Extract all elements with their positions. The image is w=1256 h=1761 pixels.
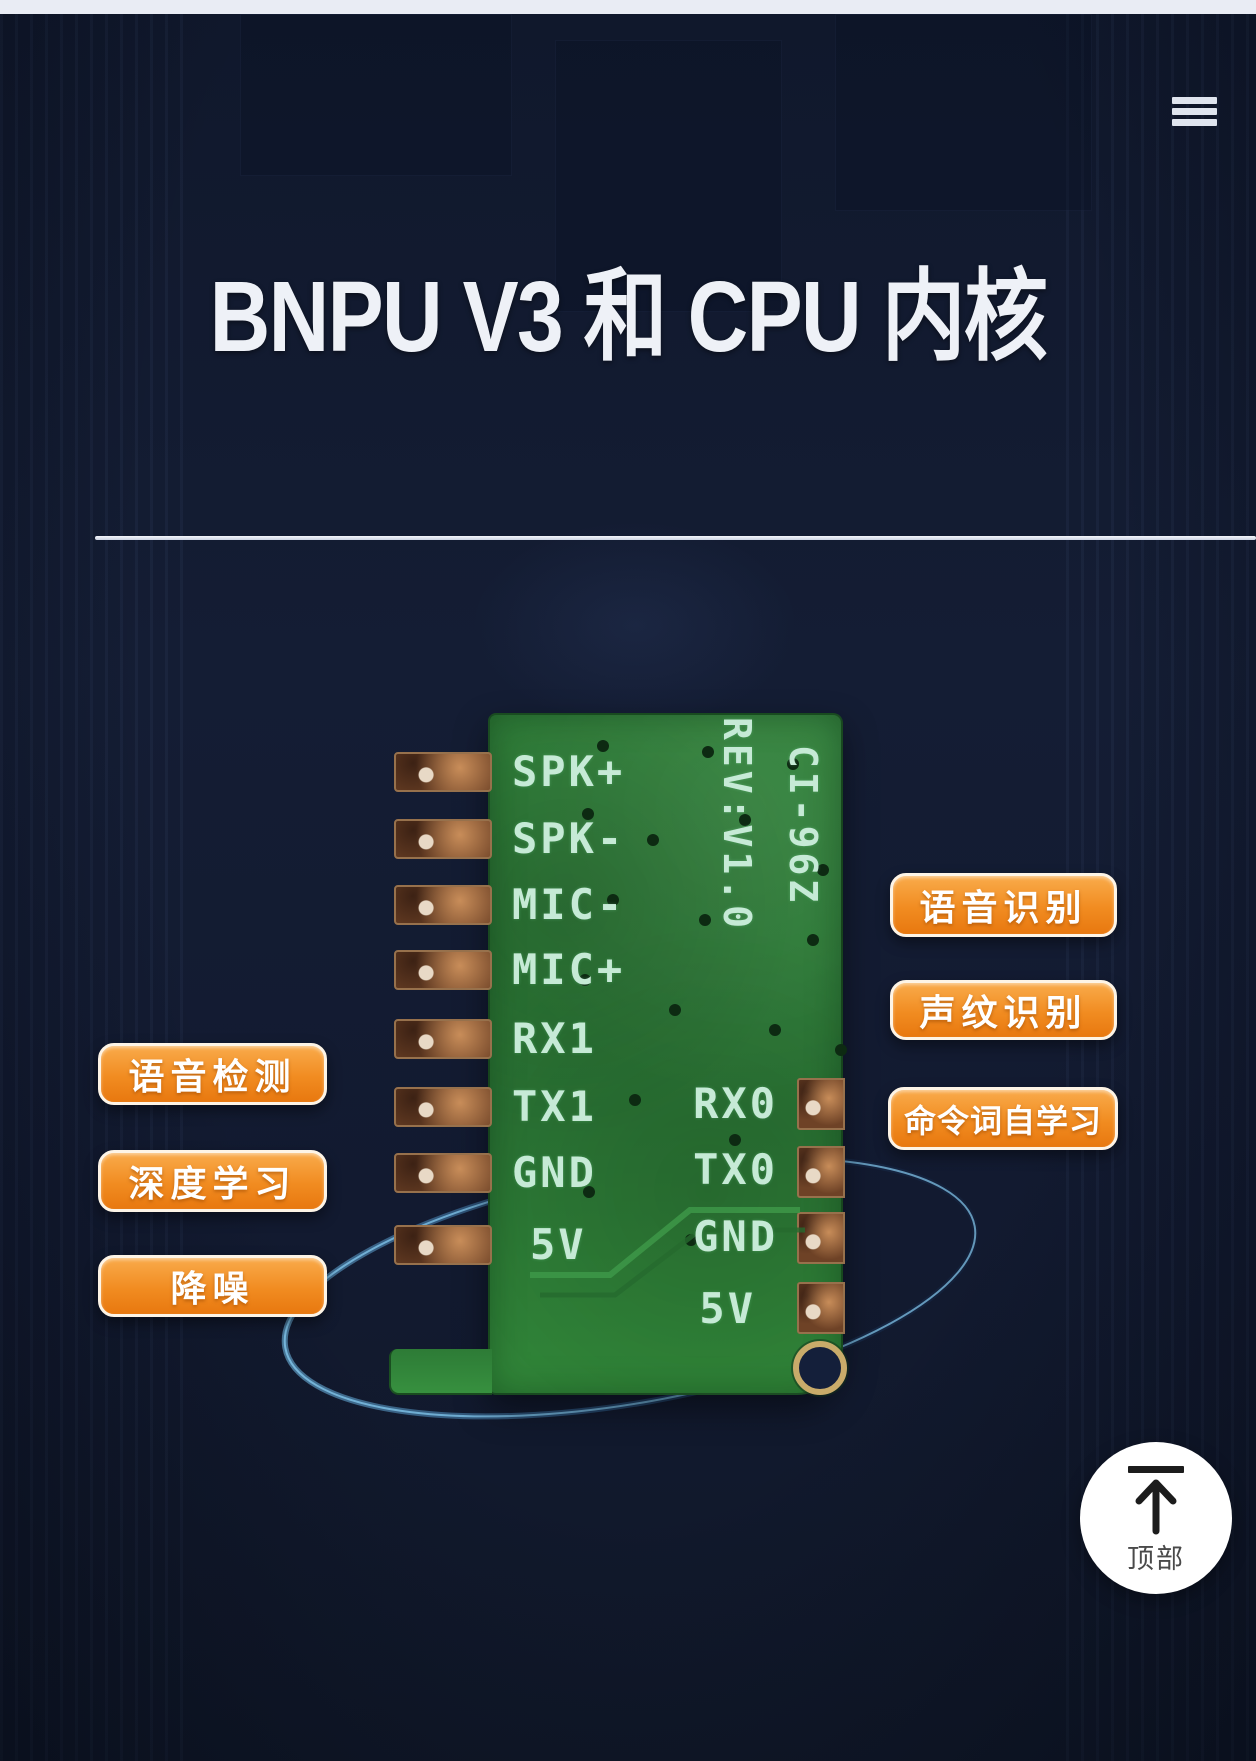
pin-label-gnd: GND (512, 1148, 597, 1197)
hamburger-bar (1172, 97, 1217, 104)
pcb-module-image: SPK+ SPK- MIC- MIC+ RX1 TX1 GND 5V RX0 T… (389, 713, 847, 1395)
badge-voice-detection[interactable]: 语音检测 (98, 1043, 327, 1105)
pcb-pad-tx1 (394, 1087, 492, 1127)
pin-label-rx1: RX1 (512, 1014, 597, 1063)
pcb-revision-label: REV:V1.0 (715, 717, 759, 933)
hamburger-bar (1172, 119, 1217, 126)
pin-label-gnd-right: GND (693, 1212, 778, 1261)
page-title: BNPU V3 和 CPU 内核 (0, 260, 1256, 375)
back-to-top-label: 顶部 (1127, 1544, 1185, 1574)
pin-label-mic-plus: MIC+ (512, 945, 626, 994)
pcb-pad-rx1 (394, 1019, 492, 1059)
pcb-pad-mic-minus (394, 885, 492, 925)
pcb-pad-rx0 (797, 1078, 845, 1130)
pcb-pad-spk-minus (394, 819, 492, 859)
pcb-pad-5v (394, 1225, 492, 1265)
arrow-up-icon (1135, 1479, 1177, 1535)
background-glow (470, 520, 800, 730)
pin-label-spk-plus: SPK+ (512, 747, 626, 796)
pcb-bottom-tab (389, 1349, 492, 1395)
arrow-to-top-icon (1128, 1466, 1184, 1473)
pcb-pad-spk-plus (394, 752, 492, 792)
back-to-top-button[interactable]: 顶部 (1080, 1442, 1232, 1594)
pin-label-tx1: TX1 (512, 1082, 597, 1131)
pcb-vias (490, 715, 496, 721)
pin-label-5v-right: 5V (699, 1284, 756, 1333)
pcb-pad-tx0 (797, 1146, 845, 1198)
badge-voiceprint-recognition[interactable]: 声纹识别 (890, 980, 1117, 1040)
pin-label-mic-minus: MIC- (512, 880, 626, 929)
pin-label-rx0: RX0 (693, 1079, 778, 1128)
badge-command-self-learning[interactable]: 命令词自学习 (888, 1087, 1118, 1150)
background-panel (835, 14, 1092, 211)
pcb-pad-gnd-right (797, 1212, 845, 1264)
pin-label-spk-minus: SPK- (512, 814, 626, 863)
badge-noise-reduction[interactable]: 降噪 (98, 1255, 327, 1317)
pcb-pad-5v-right (797, 1282, 845, 1334)
page-title-text: BNPU V3 和 CPU 内核 (209, 261, 1048, 373)
pin-label-5v: 5V (530, 1220, 587, 1269)
pcb-mounting-hole (793, 1341, 847, 1395)
pcb-model-label: CI-96Z (781, 745, 825, 907)
badge-deep-learning[interactable]: 深度学习 (98, 1150, 327, 1212)
hamburger-bar (1172, 108, 1217, 115)
status-bar-strip (0, 0, 1256, 14)
section-divider (95, 536, 1256, 540)
background-panel (240, 14, 512, 176)
hamburger-menu-icon[interactable] (1172, 97, 1217, 126)
pin-label-tx0: TX0 (693, 1145, 778, 1194)
badge-speech-recognition[interactable]: 语音识别 (890, 873, 1117, 937)
pcb-pad-mic-plus (394, 950, 492, 990)
pcb-pad-gnd (394, 1153, 492, 1193)
